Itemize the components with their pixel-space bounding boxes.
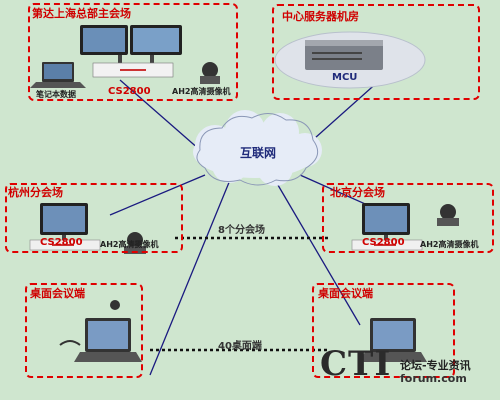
watermark-bottom-text: forum.com: [400, 372, 467, 385]
hq-equipment: [30, 25, 220, 88]
server-box: [272, 4, 480, 100]
desk-right-title: 桌面会议端: [318, 287, 373, 300]
server-title: 中心服务器机房: [282, 10, 359, 23]
hangzhou-device-label: CS2800: [40, 237, 83, 248]
hangzhou-box: [5, 183, 183, 253]
hangzhou-title: 杭州分会场: [8, 186, 63, 199]
hq-device-label: CS2800: [108, 86, 151, 97]
line-hangzhou: [109, 174, 206, 216]
beijing-title: 北京分会场: [330, 186, 385, 199]
hq-camera-label: AH2高清摄像机: [172, 87, 231, 96]
hangzhou-camera-label: AH2高清摄像机: [100, 240, 159, 249]
beijing-device-label: CS2800: [362, 237, 405, 248]
internet-label: 互联网: [240, 146, 277, 160]
cti-logo: CTI: [320, 344, 392, 384]
branches-label: 8个分会场: [218, 225, 265, 236]
desk-right-equipment: [359, 318, 427, 362]
watermark-top-text: 论坛-专业资讯: [400, 359, 471, 372]
line-desk-right: [274, 179, 361, 326]
desk-left-title: 桌面会议端: [30, 287, 85, 300]
hangzhou-equipment: [29, 203, 146, 254]
desk-left-box: [25, 283, 143, 378]
line-desk-left: [149, 179, 231, 376]
hq-box: [28, 3, 238, 101]
mcu-label: MCU: [332, 72, 358, 83]
internet-cloud: [193, 110, 322, 186]
hq-laptop-label: 笔记本数据: [36, 90, 76, 99]
desk-right-box: [312, 283, 455, 378]
line-server: [314, 79, 381, 139]
beijing-equipment: [351, 203, 459, 251]
line-hq: [119, 79, 201, 151]
beijing-camera-label: AH2高清摄像机: [420, 240, 479, 249]
desk-left-equipment: [59, 300, 142, 362]
mcu-server: [274, 31, 426, 89]
hq-title: 第达上海总部主会场: [32, 7, 131, 20]
beijing-box: [322, 183, 494, 253]
desktops-label: 40桌面端: [218, 341, 262, 352]
